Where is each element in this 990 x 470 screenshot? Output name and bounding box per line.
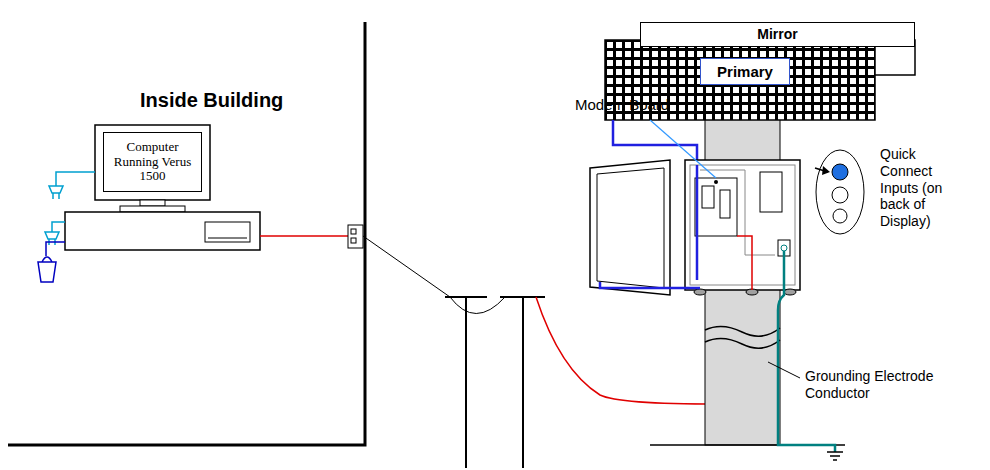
- leader-line: [650, 120, 716, 178]
- power-cords: [38, 172, 95, 282]
- leader-line: [768, 362, 800, 378]
- display-cable-inside: [600, 165, 700, 288]
- node-text: Computer Running Verus 1500: [108, 140, 197, 185]
- enclosure: [590, 160, 800, 295]
- node-text: Primary: [717, 63, 773, 80]
- ground-symbol: [827, 452, 843, 460]
- building-wall: [8, 22, 365, 445]
- utility-poles: [445, 297, 545, 468]
- node-text: Mirror: [757, 26, 797, 42]
- grounding-conductor: [778, 251, 835, 452]
- phone-cord: [260, 235, 348, 237]
- wall-jack: [348, 225, 363, 248]
- computer: [65, 125, 260, 250]
- sign-label: Mirror: [640, 22, 915, 47]
- part-label: Modem Board: [575, 96, 685, 114]
- monitor-screen: Computer Running Verus 1500: [103, 132, 202, 192]
- part-label: Grounding Electrode Conductor: [805, 368, 955, 402]
- area-label: Inside Building: [140, 88, 330, 112]
- phone-wire-inside: [737, 236, 752, 290]
- display-cable: [613, 120, 697, 160]
- pole-break: [705, 326, 780, 348]
- part-label: Quick Connect Inputs (on back of Display…: [880, 146, 962, 230]
- sign-label: Primary: [700, 58, 790, 85]
- phone-line: [363, 236, 505, 314]
- quick-connect-panel: [815, 150, 864, 234]
